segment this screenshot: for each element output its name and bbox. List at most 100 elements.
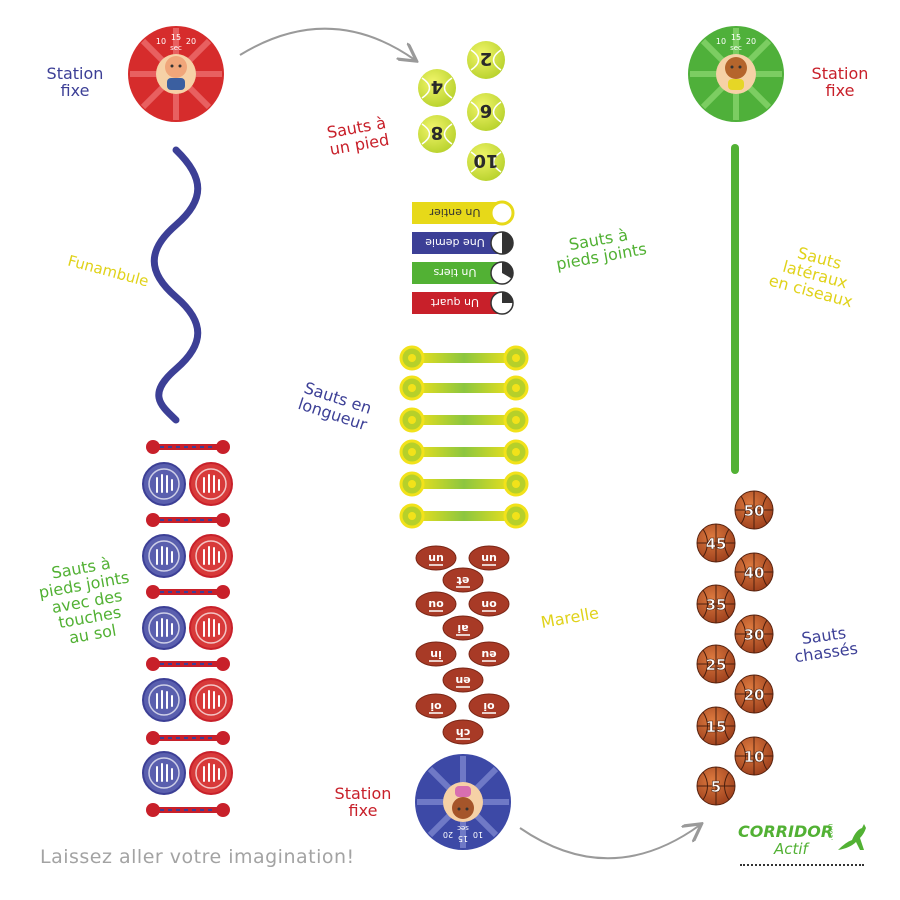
dumbbell-bar: [146, 803, 230, 817]
station-fixe-green-icon: 10 15 20 sec: [688, 26, 784, 122]
tennis-ball-number: 4: [431, 76, 444, 97]
marelle-word: ch: [456, 726, 470, 739]
timer-tick: 15: [458, 834, 468, 843]
tennis-ball: 10: [467, 143, 505, 181]
marelle-football: ai: [442, 615, 484, 641]
long-jump-bar: [399, 345, 529, 371]
dumbbell-bar: [146, 513, 230, 527]
hand-print-icon: [189, 462, 233, 506]
fraction-label: Un quart: [430, 296, 479, 309]
timer-tick: 20: [746, 37, 756, 46]
marelle-word: ou: [428, 598, 443, 611]
hand-print-icon: [142, 678, 186, 722]
long-jump-bar: [399, 503, 529, 529]
timer-tick: 15: [171, 33, 181, 42]
marelle-football: ou: [415, 591, 457, 617]
basketball-number: 35: [706, 596, 727, 614]
basketball: 35: [696, 584, 736, 624]
basketball-number: 15: [706, 718, 727, 736]
timer-tick: 20: [443, 830, 453, 839]
basketball: 15: [696, 706, 736, 746]
dumbbell-bar: [146, 731, 230, 745]
dumbbell-bar: [146, 440, 230, 454]
marelle-word: on: [481, 598, 496, 611]
basketball-number: 45: [706, 535, 727, 553]
basketball: 5: [696, 766, 736, 806]
marelle-word: eu: [481, 648, 496, 661]
long-jump-bars: [399, 345, 529, 529]
marelle-word: oi: [430, 700, 441, 713]
marelle-football: en: [442, 667, 484, 693]
marelle-football: oi: [468, 693, 510, 719]
fraction-bar: Un entier: [412, 200, 515, 226]
tennis-ball: 8: [418, 115, 456, 153]
basketball: 30: [734, 614, 774, 654]
corridor-actif-logo: CORRIDOR Actif .com: [734, 820, 874, 872]
logo-dotted-line: [740, 864, 864, 866]
marelle-football: oi: [415, 693, 457, 719]
marelle-word: in: [430, 648, 442, 661]
basketball-number: 10: [744, 748, 765, 766]
hand-print-icon: [142, 534, 186, 578]
marelle-word: un: [428, 552, 444, 565]
long-jump-bar: [399, 439, 529, 465]
fraction-bar: Un quart: [412, 291, 514, 315]
tennis-ball-number: 6: [480, 100, 493, 121]
arrow-icon: [239, 27, 415, 60]
timer-tick: 15: [731, 33, 741, 42]
arrow-icon: [519, 825, 700, 860]
marelle-football: un: [468, 545, 510, 571]
basketball-number: 25: [706, 656, 727, 674]
marelle-word: en: [455, 674, 470, 687]
hand-prints: [142, 462, 233, 795]
dumbbell-bar: [146, 585, 230, 599]
timer-unit: sec: [730, 44, 742, 52]
long-jump-bar: [399, 375, 529, 401]
timer-tick: 10: [156, 37, 166, 46]
marelle-word: ai: [457, 622, 468, 635]
funambule-wavy-line: [150, 146, 202, 424]
tennis-ball: 6: [467, 93, 505, 131]
hand-print-icon: [142, 751, 186, 795]
tennis-ball: 4: [418, 69, 456, 107]
marelle-word: oi: [483, 700, 494, 713]
timer-tick: 10: [473, 830, 483, 839]
hand-print-icon: [189, 534, 233, 578]
hand-print-icon: [142, 606, 186, 650]
basketball: 25: [696, 644, 736, 684]
marelle-football: et: [442, 567, 484, 593]
marelle-word: un: [481, 552, 497, 565]
basketball-number: 30: [744, 626, 765, 644]
basketball: 40: [734, 552, 774, 592]
fraction-label: Une demie: [425, 236, 485, 249]
timer-unit: sec: [457, 824, 469, 832]
hand-print-icon: [189, 606, 233, 650]
station-fixe-red-icon: 10 15 20 sec: [128, 26, 224, 122]
kangaroo-icon: [838, 824, 866, 850]
dumbbell-bars: [146, 440, 230, 817]
fraction-bar: Une demie: [412, 231, 514, 255]
marelle-football: on: [468, 591, 510, 617]
one-foot-balls: 2 4 6 8 10: [418, 41, 505, 181]
dumbbell-bar: [146, 657, 230, 671]
tennis-ball-number: 10: [473, 150, 498, 171]
fraction-label: Un tiers: [433, 266, 476, 279]
timer-unit: sec: [170, 44, 182, 52]
tennis-ball: 2: [467, 41, 505, 79]
basketball-number: 50: [744, 502, 765, 520]
label-station-fixe-1: Station fixe: [46, 64, 104, 100]
footer-text: Laissez aller votre imagination!: [40, 846, 355, 868]
fraction-label: Un entier: [429, 206, 480, 219]
marelle-football: eu: [468, 641, 510, 667]
basketball-number: 40: [744, 564, 765, 582]
fraction-bar: Un tiers: [412, 261, 514, 285]
tennis-ball-number: 2: [480, 48, 493, 69]
basketball: 10: [734, 736, 774, 776]
long-jump-bar: [399, 471, 529, 497]
timer-tick: 20: [186, 37, 196, 46]
marelle-word: et: [457, 574, 470, 587]
